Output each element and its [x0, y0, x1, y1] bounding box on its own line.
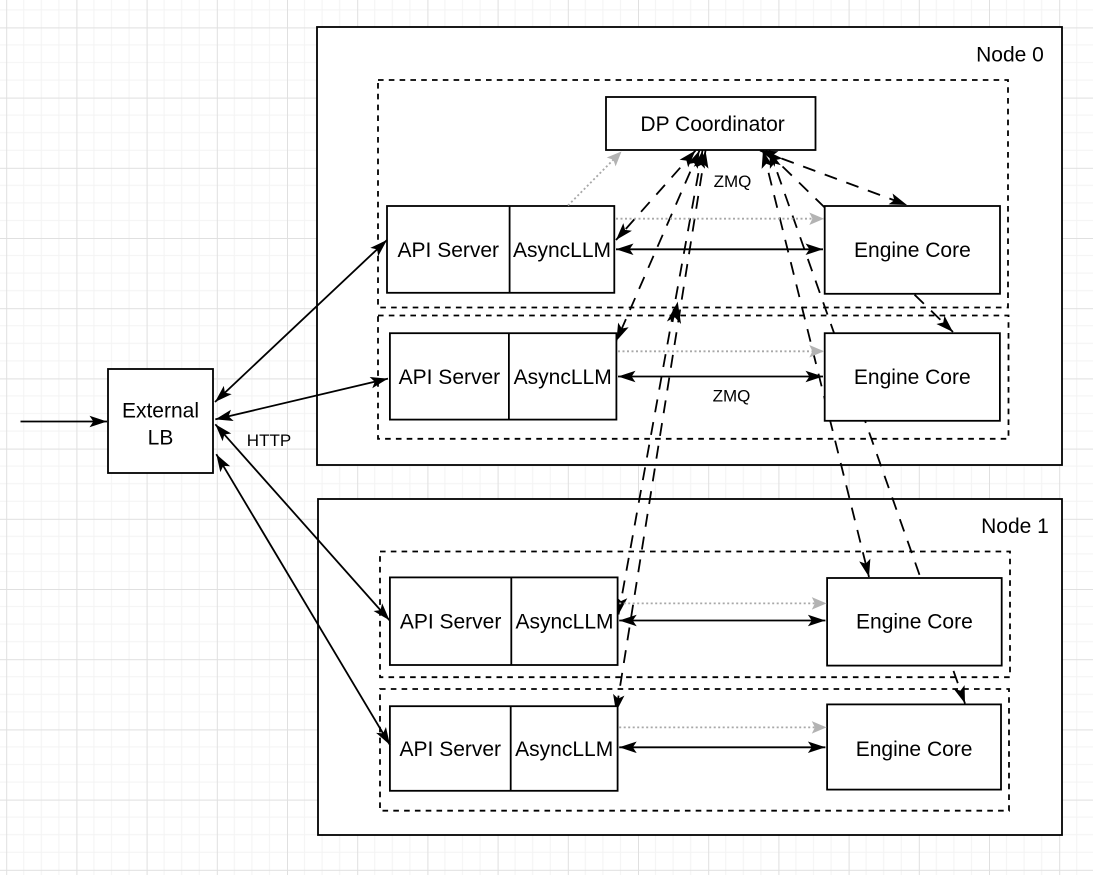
- svg-text:ZMQ: ZMQ: [714, 172, 752, 191]
- svg-text:API Server: API Server: [400, 738, 502, 761]
- svg-text:LB: LB: [148, 426, 174, 449]
- svg-text:Engine Core: Engine Core: [856, 611, 973, 634]
- svg-text:HTTP: HTTP: [247, 431, 291, 450]
- svg-text:DP Coordinator: DP Coordinator: [640, 113, 784, 136]
- svg-text:API Server: API Server: [398, 239, 500, 262]
- svg-text:API Server: API Server: [400, 611, 502, 634]
- svg-text:External: External: [122, 399, 199, 422]
- svg-text:Engine Core: Engine Core: [854, 366, 971, 389]
- svg-text:AsyncLLM: AsyncLLM: [513, 239, 611, 262]
- svg-text:AsyncLLM: AsyncLLM: [515, 738, 613, 761]
- svg-text:Engine Core: Engine Core: [854, 239, 971, 262]
- svg-text:Node 1: Node 1: [981, 515, 1049, 538]
- svg-text:Engine Core: Engine Core: [856, 738, 973, 761]
- svg-text:Node 0: Node 0: [976, 43, 1044, 66]
- svg-text:API Server: API Server: [399, 366, 501, 389]
- svg-text:AsyncLLM: AsyncLLM: [514, 366, 612, 389]
- svg-text:AsyncLLM: AsyncLLM: [515, 611, 613, 634]
- svg-text:ZMQ: ZMQ: [713, 387, 751, 406]
